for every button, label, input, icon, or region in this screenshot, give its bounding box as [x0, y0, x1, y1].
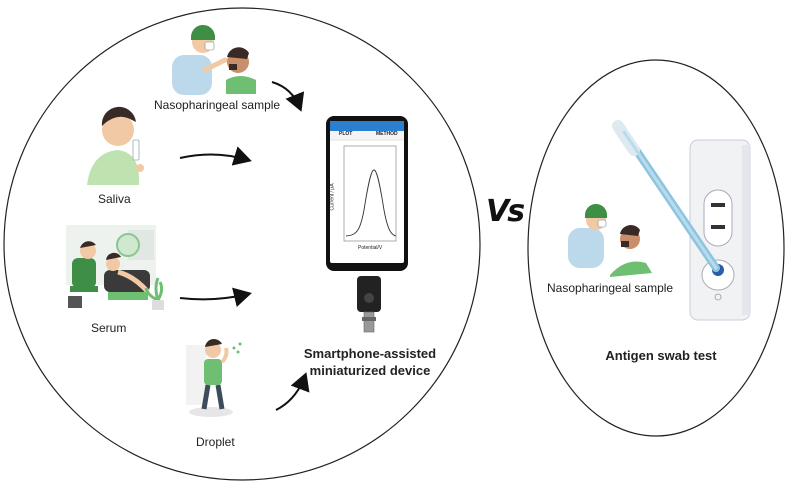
vs-label: Vs — [486, 194, 525, 229]
right-nasopharyngeal-illustration — [568, 203, 652, 277]
saliva-label: Saliva — [98, 192, 131, 206]
arrow-droplet — [275, 372, 310, 411]
phone-y-axis-label: Current / μA — [329, 183, 336, 211]
smartphone — [326, 116, 408, 333]
voltammogram-curve — [345, 169, 397, 237]
phone-tab-plot: PLOT — [339, 131, 353, 137]
nasopharyngeal-label: Nasopharingeal sample — [154, 98, 281, 112]
arrow-serum — [179, 287, 252, 308]
antigen-test-cassette — [689, 139, 751, 321]
device-label: Smartphone-assisted miniaturized device — [303, 346, 437, 378]
serum-label: Serum — [91, 321, 127, 335]
right-nasopharyngeal-label: Nasopharingeal sample — [547, 281, 674, 295]
antigen-test-label: Antigen swab test — [605, 348, 717, 363]
arrow-nasopharyngeal — [271, 81, 305, 112]
serum-illustration — [66, 225, 164, 310]
phone-tab-method: METHOD — [376, 131, 398, 137]
droplet-illustration — [186, 339, 242, 417]
arrow-saliva — [179, 146, 252, 166]
droplet-label: Droplet — [196, 435, 235, 449]
saliva-illustration — [87, 106, 144, 185]
dropper-pipette — [612, 120, 720, 272]
nasopharyngeal-illustration — [172, 24, 256, 95]
phone-x-axis-label: Potential/V — [358, 245, 383, 251]
left-circle — [3, 7, 481, 481]
right-circle — [527, 59, 785, 437]
